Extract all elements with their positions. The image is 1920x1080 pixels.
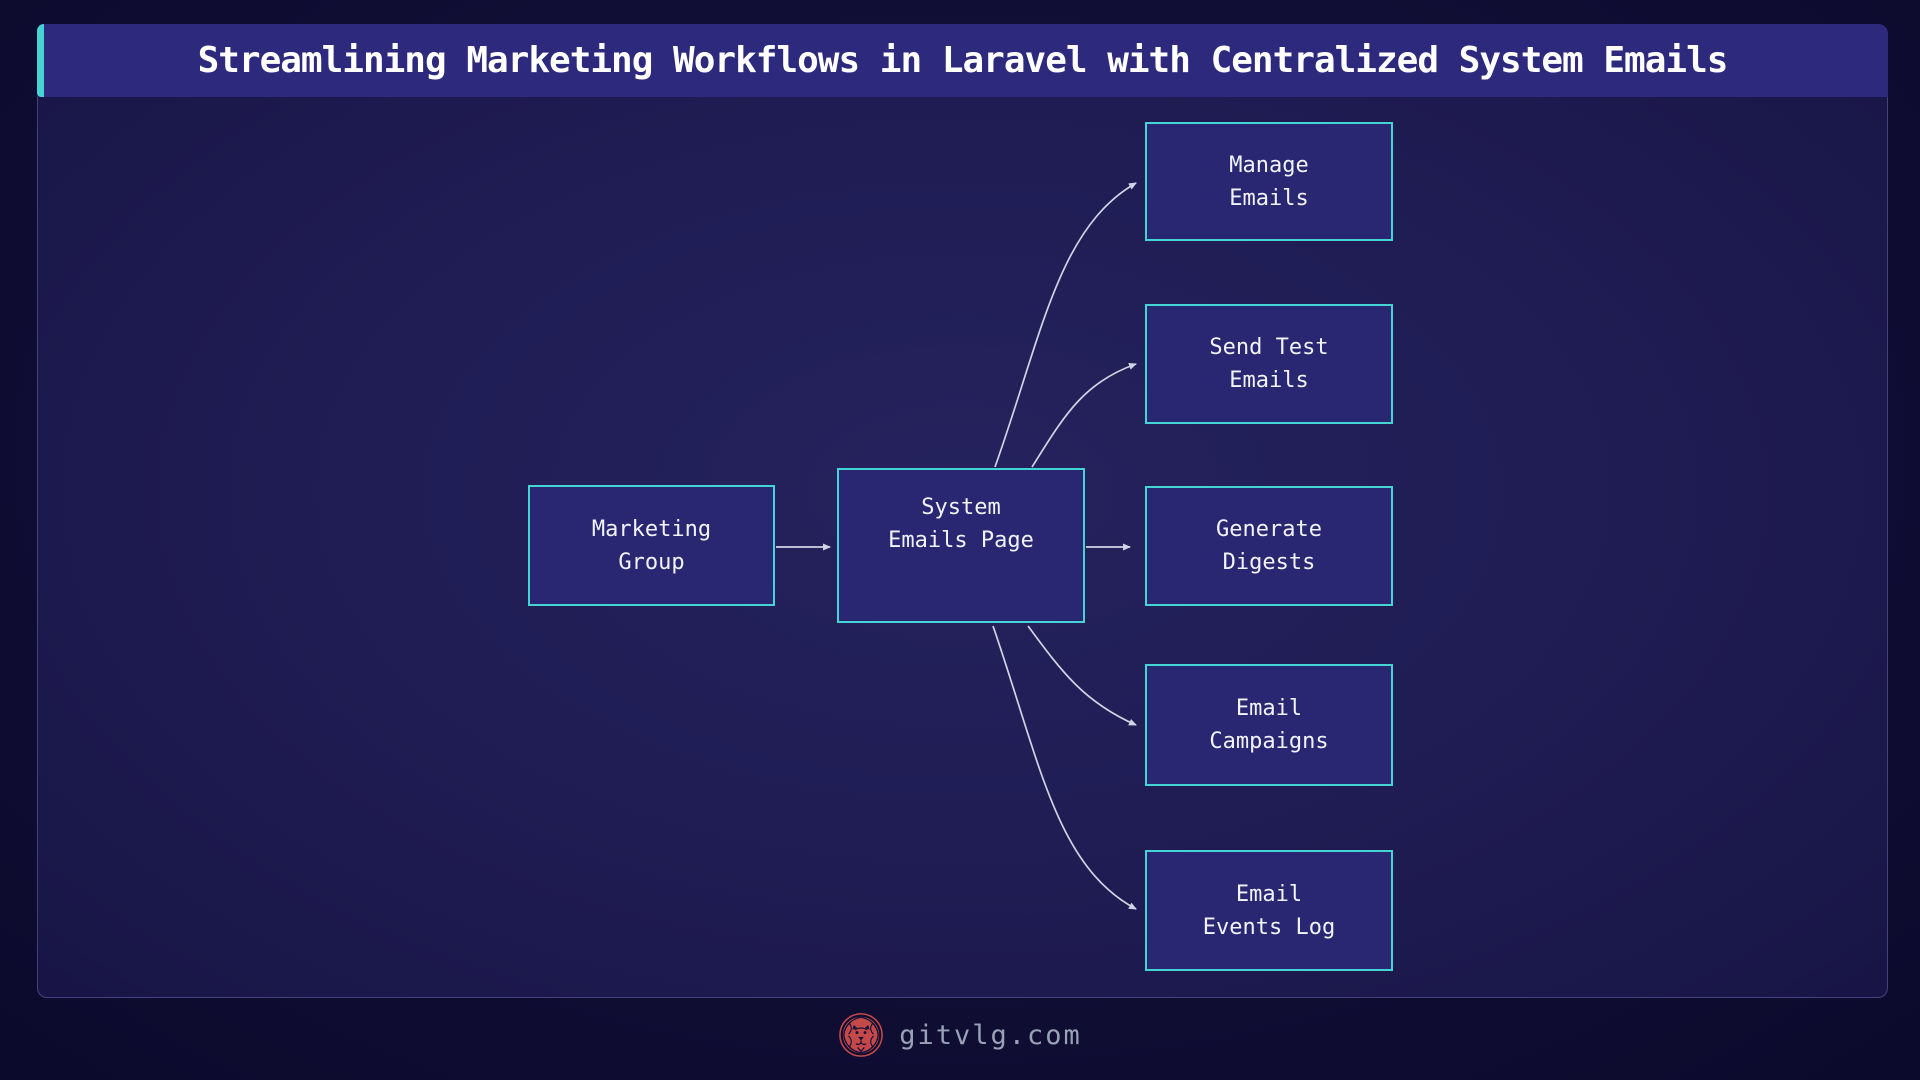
node-label-line: Digests	[1222, 550, 1316, 575]
footer: gitvlg.com	[0, 1008, 1920, 1062]
node-label-line: Group	[618, 549, 685, 575]
node-label-line: Campaigns	[1209, 729, 1329, 754]
node-label-line: Emails	[1229, 185, 1309, 211]
node-generate-digests: Generate Digests	[1145, 486, 1393, 606]
node-label-line: Email	[1235, 881, 1303, 907]
title-accent-bar	[37, 24, 44, 97]
node-manage-emails: Manage Emails	[1145, 122, 1393, 241]
node-marketing-group: Marketing Group	[528, 485, 775, 606]
node-label-line: Emails	[1229, 368, 1309, 393]
node-label-line: Events Log	[1202, 914, 1336, 940]
footer-site-label: gitvlg.com	[899, 1019, 1082, 1051]
node-label-line: Marketing	[591, 516, 712, 542]
node-email-events-log: Email Events Log	[1145, 850, 1393, 971]
node-label-line: Generate	[1216, 517, 1322, 542]
node-send-test-emails: Send Test Emails	[1145, 304, 1393, 424]
node-label-line: Send Test	[1209, 335, 1329, 360]
node-label-line: Email	[1235, 696, 1303, 721]
node-label-line: System	[921, 494, 1001, 520]
node-label-line: Manage	[1229, 152, 1309, 178]
node-email-campaigns: Email Campaigns	[1145, 664, 1393, 786]
page-title: Streamlining Marketing Workflows in Lara…	[197, 40, 1729, 81]
lion-emblem-icon	[839, 1013, 884, 1057]
title-bar: Streamlining Marketing Workflows in Lara…	[37, 24, 1888, 97]
node-system-emails-page: System Emails Page	[837, 468, 1085, 623]
node-label-line: Emails Page	[888, 527, 1034, 553]
